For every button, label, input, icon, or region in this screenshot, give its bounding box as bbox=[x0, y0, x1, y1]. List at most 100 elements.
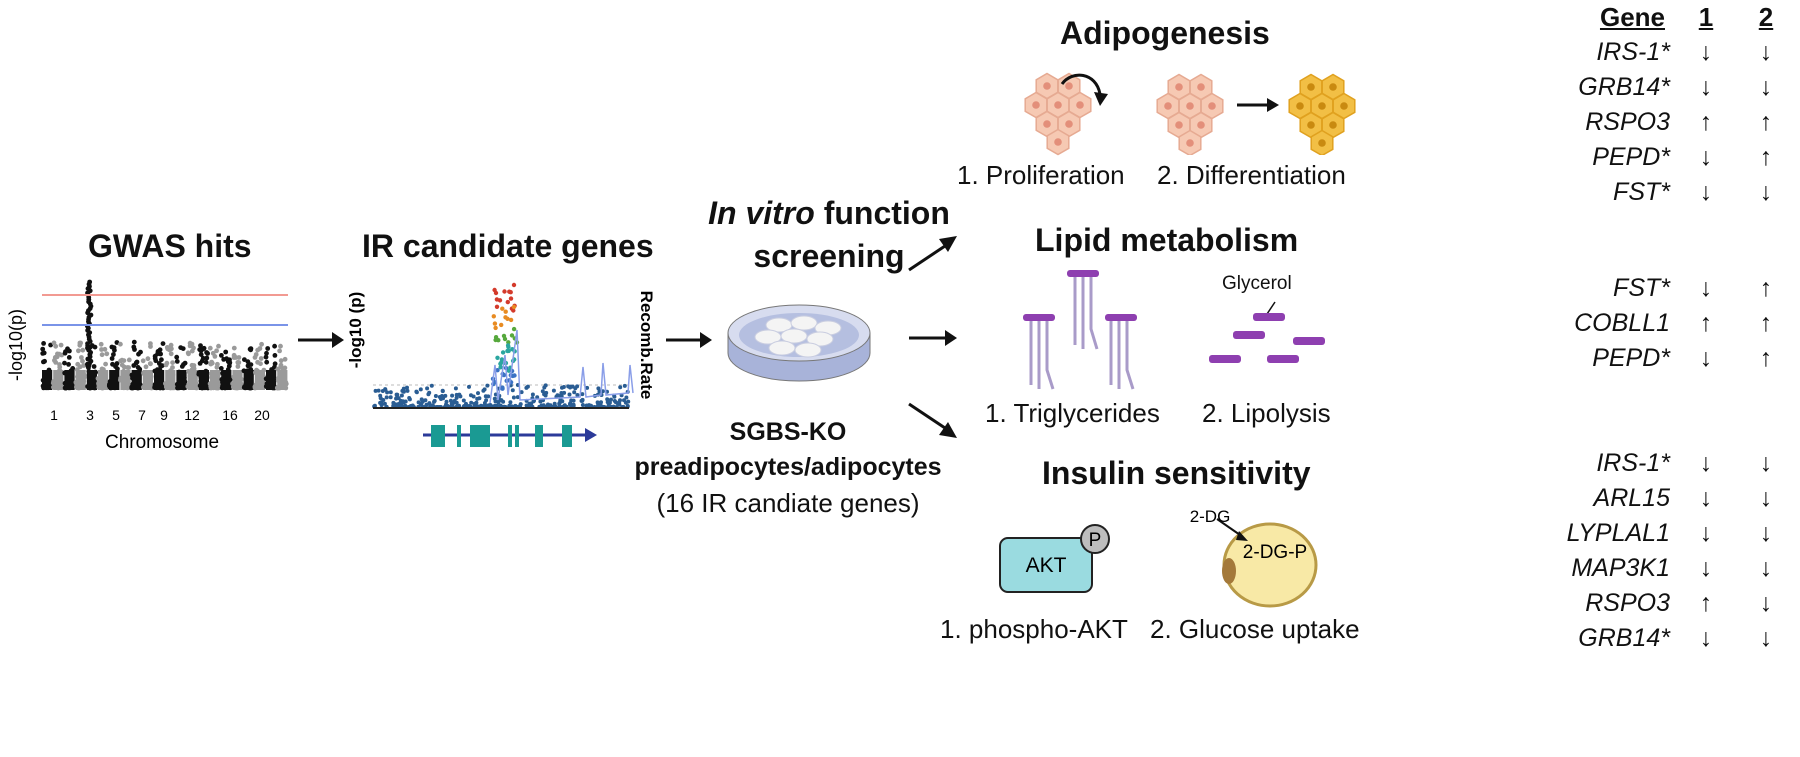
regional-point bbox=[449, 401, 454, 406]
adipogenesis-title: Adipogenesis bbox=[1060, 15, 1270, 51]
cell-nucleus bbox=[1065, 82, 1073, 90]
manhattan-point bbox=[168, 351, 174, 357]
regional-point bbox=[626, 399, 631, 404]
effect-arrow-1: ↓ bbox=[1699, 519, 1713, 547]
regional-peak-point bbox=[491, 314, 496, 319]
gene-name: RSPO3 bbox=[1585, 589, 1670, 617]
regional-peak-point bbox=[508, 296, 514, 301]
regional-point bbox=[472, 401, 477, 406]
manhattan-point bbox=[40, 346, 46, 352]
regional-point bbox=[433, 394, 438, 398]
gene-row: PEPD*↓↑ bbox=[1588, 143, 1793, 179]
regional-point bbox=[508, 400, 513, 405]
regional-peak-point bbox=[499, 322, 504, 328]
proliferation-caption: 1. Proliferation bbox=[957, 160, 1125, 190]
manhattan-point bbox=[231, 352, 237, 358]
regional-point bbox=[469, 400, 474, 405]
gene-row: PEPD*↓↑ bbox=[1588, 344, 1793, 380]
regional-points bbox=[372, 282, 631, 409]
gene-row: MAP3K1↓↓ bbox=[1571, 554, 1793, 590]
manhattan-point bbox=[168, 342, 174, 348]
manhattan-point bbox=[264, 350, 269, 356]
regional-peak-point bbox=[500, 385, 505, 390]
regional-point bbox=[524, 403, 529, 408]
regional-point bbox=[511, 395, 516, 400]
regional-point bbox=[580, 398, 585, 403]
regional-point bbox=[595, 400, 600, 405]
manhattan-band bbox=[142, 370, 153, 390]
manhattan-point bbox=[191, 345, 196, 351]
regional-peak-point bbox=[505, 299, 510, 305]
regional-point bbox=[567, 392, 572, 397]
manhattan-point bbox=[99, 352, 105, 358]
manhattan-point bbox=[255, 347, 261, 353]
manhattan-point bbox=[63, 349, 68, 354]
recombination-rate-line bbox=[489, 329, 634, 404]
regional-peak-point bbox=[502, 289, 507, 294]
regional-peak-point bbox=[505, 348, 510, 354]
regional-point bbox=[383, 387, 388, 392]
manhattan-band bbox=[210, 370, 221, 390]
regional-point bbox=[618, 385, 623, 390]
gwas-tick-label: 20 bbox=[254, 407, 270, 423]
effect-arrow-2: ↑ bbox=[1759, 143, 1773, 171]
gene-name: MAP3K1 bbox=[1571, 554, 1670, 582]
regional-peak-point bbox=[509, 333, 515, 338]
regional-point bbox=[571, 402, 576, 407]
screening-title: In vitro function bbox=[698, 195, 960, 232]
regional-point bbox=[454, 395, 459, 400]
gene-row: COBLL1↑↑ bbox=[1574, 309, 1793, 345]
regional-point bbox=[407, 396, 412, 400]
regional-point bbox=[624, 395, 629, 400]
regional-point bbox=[530, 392, 535, 397]
regional-peak-point bbox=[503, 309, 508, 314]
regional-point bbox=[373, 388, 378, 393]
manhattan-point bbox=[121, 364, 127, 370]
manhattan-band bbox=[109, 370, 120, 390]
manhattan-point bbox=[203, 359, 209, 365]
chr3-peak-point bbox=[86, 365, 91, 371]
regional-point bbox=[453, 386, 458, 391]
regional-peak-point bbox=[500, 350, 506, 355]
regional-point bbox=[524, 385, 529, 390]
effect-arrow-2: ↓ bbox=[1759, 589, 1773, 617]
manhattan-point bbox=[164, 360, 170, 366]
manhattan-point bbox=[70, 366, 76, 371]
manhattan-point bbox=[131, 339, 137, 345]
phospho-akt-caption: 1. phospho-AKT bbox=[940, 614, 1128, 644]
manhattan-point bbox=[80, 347, 86, 353]
manhattan-point bbox=[126, 357, 132, 363]
regional-point bbox=[622, 398, 626, 403]
regional-point bbox=[443, 393, 448, 398]
manhattan-point bbox=[91, 364, 97, 369]
effect-arrow-1: ↑ bbox=[1699, 309, 1713, 337]
manhattan-point bbox=[66, 362, 71, 367]
manhattan-point bbox=[66, 355, 72, 360]
manhattan-point bbox=[119, 357, 125, 363]
manhattan-point bbox=[180, 346, 186, 351]
manhattan-point bbox=[248, 362, 254, 367]
manhattan-point bbox=[158, 364, 164, 369]
manhattan-point bbox=[215, 361, 220, 367]
regional-peak-point bbox=[497, 298, 503, 303]
regional-peak-point bbox=[493, 325, 498, 331]
gene-row: FST*↓↓ bbox=[1588, 178, 1793, 214]
effect-arrow-2: ↑ bbox=[1759, 344, 1773, 372]
manhattan-point bbox=[263, 354, 269, 360]
gene-column-header: Gene bbox=[1599, 2, 1665, 32]
gwas-title: GWAS hits bbox=[88, 228, 252, 264]
manhattan-band bbox=[232, 370, 243, 390]
regional-point bbox=[484, 398, 489, 403]
manhattan-point bbox=[198, 348, 204, 354]
gene-name: IRS-1* bbox=[1596, 449, 1670, 477]
screening-title-line2: screening bbox=[753, 238, 905, 274]
manhattan-point bbox=[197, 361, 203, 366]
regional-point bbox=[426, 392, 431, 397]
manhattan-band bbox=[154, 370, 165, 390]
cell-nucleus bbox=[1164, 102, 1172, 110]
manhattan-point bbox=[174, 359, 180, 364]
regional-point bbox=[617, 400, 622, 405]
screening-caption-3: (16 IR candiate genes) bbox=[656, 488, 920, 518]
manhattan-point bbox=[81, 363, 87, 368]
